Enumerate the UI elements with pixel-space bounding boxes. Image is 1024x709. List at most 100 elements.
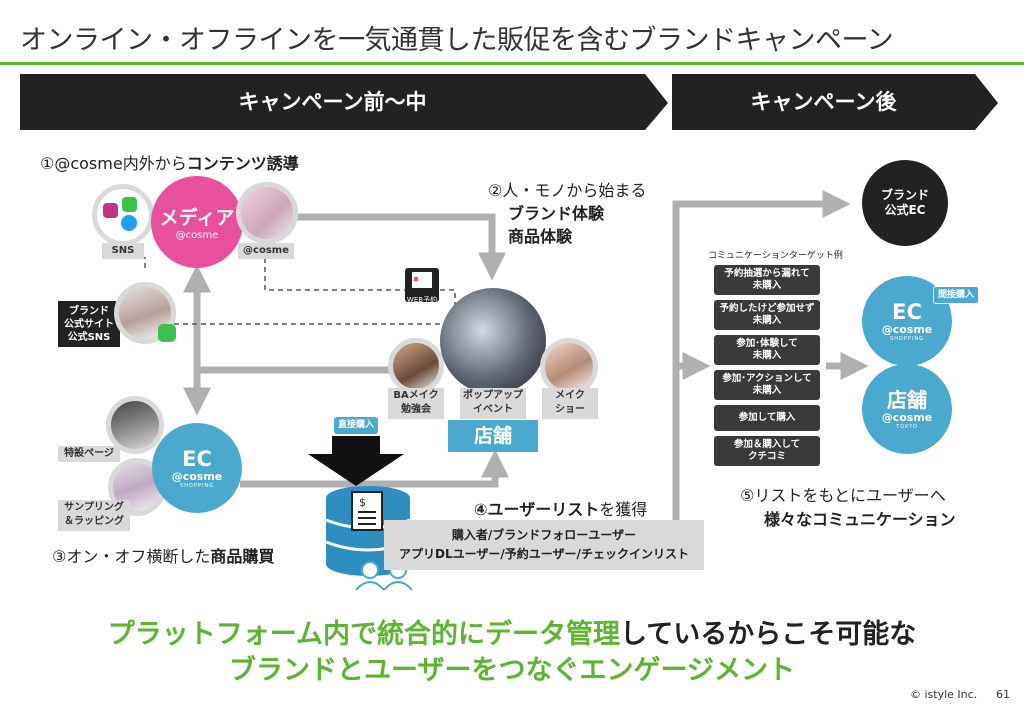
step1-bold: コンテンツ誘導 <box>186 154 299 173</box>
user-list-line2: アプリDLユーザー/予約ユーザー/チェックインリスト <box>399 547 689 561</box>
comm-item-line2: 未購入 <box>752 385 782 396</box>
phase-after-shape <box>672 74 998 130</box>
comm-item-line2: 未購入 <box>752 315 782 326</box>
brand-site-line2: 公式サイト <box>64 318 114 330</box>
store-event-ba: BAメイク 勉強会 <box>388 388 444 419</box>
arrow-ec-store <box>240 449 509 488</box>
comm-item-line1: 参加･アクションして <box>722 373 812 384</box>
ec-label: EC <box>182 447 212 471</box>
page-title: オンライン・オフラインを一気通貫した販促を含むブランドキャンペーン <box>20 25 894 56</box>
sampling-line1: サンプリング <box>64 502 124 513</box>
sampling-tag: サンプリング ＆ラッピング <box>58 500 130 531</box>
bottom-black: しているからこそ可能な <box>620 619 917 650</box>
brand-site-line1: ブランド <box>69 305 109 317</box>
step2-label: ②人・モノから始まる ブランド体験 商品体験 <box>488 179 646 248</box>
step4-label: ④ユーザーリストを獲得 <box>474 496 647 520</box>
comm-title: コミュニケーションターゲット例 <box>708 251 843 261</box>
svg-text:$: $ <box>359 496 366 509</box>
brand-ec-circle: ブランド 公式EC <box>862 160 948 246</box>
media-circle: メディア @cosme <box>151 176 243 268</box>
brand-ec-line1: ブランド <box>880 188 929 202</box>
web-badge-text: WEB予約 <box>406 296 438 304</box>
bottom-green1: プラットフォーム内で <box>107 619 377 650</box>
web-reservation-icon: WEB予約 <box>405 268 439 304</box>
makeup-show-image <box>540 338 598 396</box>
step2-line2: ブランド体験 <box>508 204 605 223</box>
step3-label: ③オン・オフ横断した商品購買 <box>52 543 274 567</box>
phase-during-shape <box>20 74 668 130</box>
brand-site-line3: 公式SNS <box>67 331 111 343</box>
step1-prefix: ①@cosme内外から <box>40 154 187 173</box>
store2-label: 店舗 <box>887 388 927 412</box>
special-page-tag: 特設ページ <box>58 446 120 462</box>
dashed-sns <box>105 257 146 268</box>
store-event-popup: ポップアップ イベント <box>460 388 526 419</box>
store2-sub: @cosme <box>881 411 933 424</box>
store-event-popup-line1: ポップアップ <box>463 390 523 401</box>
store-circle-after: 店舗 @cosme TOKYO <box>862 364 952 454</box>
phase-after-label: キャンペーン後 <box>750 90 897 114</box>
sns-icons-circle <box>92 184 154 246</box>
bottom-message-line2: ブランドとユーザーをつなぐエンゲージメント <box>229 655 795 686</box>
dashed-cosme-store <box>264 258 456 310</box>
instagram-icon <box>103 203 118 218</box>
step2-line3: 商品体験 <box>508 227 573 246</box>
phase-banners <box>20 74 998 130</box>
cosme-site-image <box>236 182 298 244</box>
comm-item: 参加して購入 <box>714 405 820 431</box>
page-number: 61 <box>996 688 1010 701</box>
media-label: メディア <box>159 207 235 229</box>
brand-ec-line2: 公式EC <box>884 203 926 217</box>
comm-item-line1: 参加して購入 <box>738 412 796 423</box>
indirect-purchase-badge: 間接購入 <box>933 286 979 304</box>
ba-makeup-image <box>388 338 444 394</box>
sns-tag: SNS <box>102 243 144 259</box>
ec-sub2: SHOPPING <box>180 483 214 489</box>
brand-site-box: ブランド 公式サイト 公式SNS <box>58 301 120 347</box>
store-event-show: メイク ショー <box>542 388 598 419</box>
comm-item: 参加＆購入してクチコミ <box>714 436 820 466</box>
step2-line1: ②人・モノから始まる <box>488 181 647 200</box>
copyright: © istyle Inc. <box>910 688 978 701</box>
comm-item: 予約したけど参加せず未購入 <box>714 300 820 330</box>
store2-sub2: TOKYO <box>896 424 918 430</box>
comm-item: 参加･アクションして未購入 <box>714 370 820 400</box>
comm-item: 予約抽選から漏れて未購入 <box>714 265 820 295</box>
user-list-line1: 購入者/ブランドフォローユーザー <box>451 528 637 542</box>
comm-item-line1: 参加＆購入して <box>733 439 801 450</box>
step1-label: ①@cosme内外からコンテンツ誘導 <box>40 150 299 174</box>
calendar-icon <box>412 272 432 288</box>
user-list-box: 購入者/ブランドフォローユーザー アプリDLユーザー/予約ユーザー/チェックイン… <box>384 520 704 570</box>
special-page-image <box>106 396 164 454</box>
step5-line2: 様々なコミュニケーション <box>764 510 956 529</box>
comm-item-line1: 予約したけど参加せず <box>719 303 815 314</box>
phase-during-label: キャンペーン前〜中 <box>238 90 427 114</box>
store-event-ba-line2: 勉強会 <box>401 404 431 415</box>
direct-purchase-badge: 直接購入 <box>334 417 378 434</box>
down-arrow-icon <box>308 436 404 486</box>
store-event-popup-line2: イベント <box>473 404 513 415</box>
store-event-show-line1: メイク <box>555 390 585 401</box>
comm-item-line2: 未購入 <box>752 280 782 291</box>
comm-item-line1: 予約抽選から漏れて <box>724 268 810 279</box>
ec-sub: @cosme <box>171 470 223 483</box>
store-image <box>440 288 546 394</box>
bottom-green2: 統合的にデータ管理 <box>377 619 620 650</box>
cosme-tag: @cosme <box>238 243 294 259</box>
ec2-label: EC <box>892 300 922 324</box>
sns-icons <box>103 197 137 231</box>
store-event-show-line2: ショー <box>555 404 585 415</box>
ec-circle-after: EC @cosme SHOPPING <box>862 276 952 366</box>
sampling-line2: ＆ラッピング <box>64 516 124 527</box>
comm-item: 参加･体験して未購入 <box>714 335 820 365</box>
ec2-sub: @cosme <box>881 323 933 336</box>
comm-item-line2: クチコミ <box>747 451 786 462</box>
arrow-media-store <box>292 213 506 281</box>
media-sub: @cosme <box>175 230 219 241</box>
step4-suffix: を獲得 <box>599 500 648 519</box>
line-icon <box>158 324 176 342</box>
ec-circle: EC @cosme SHOPPING <box>152 423 242 513</box>
comm-item-line2: 未購入 <box>752 350 782 361</box>
ec2-sub2: SHOPPING <box>890 336 924 342</box>
